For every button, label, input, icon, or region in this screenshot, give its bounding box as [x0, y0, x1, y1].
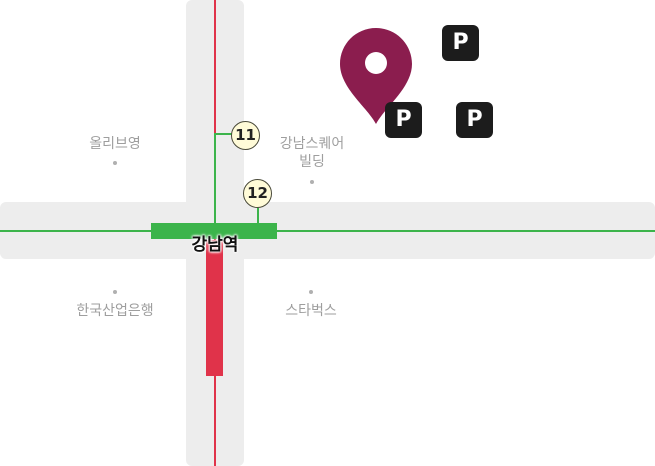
platform-red	[206, 240, 223, 376]
exit-11-connector	[214, 133, 216, 225]
place-label-starbucks: 스타벅스	[285, 303, 337, 319]
exit-12-connector	[257, 208, 259, 224]
place-label-kdb: 한국산업은행	[76, 303, 154, 319]
station-label: 강남역	[191, 235, 239, 255]
place-dot-kdb	[113, 290, 117, 294]
platform-green	[151, 223, 277, 239]
place-label-gangnam-square: 강남스퀘어 빌딩	[252, 135, 372, 171]
parking-icon[interactable]: P	[385, 102, 422, 138]
place-dot-gangnam-square	[310, 180, 314, 184]
place-label-gangnam-square-line1: 강남스퀘어	[279, 136, 345, 152]
place-dot-oliveyoung	[113, 161, 117, 165]
exit-11-marker: 11	[231, 121, 260, 150]
place-label-gangnam-square-line2: 빌딩	[299, 154, 325, 170]
parking-icon[interactable]: P	[442, 25, 479, 61]
location-pin-icon[interactable]	[338, 26, 414, 126]
subway-line-green	[0, 230, 655, 232]
exit-12-marker: 12	[243, 179, 272, 208]
exit-11-connector-branch	[214, 133, 232, 135]
parking-icon[interactable]: P	[456, 102, 493, 138]
place-label-oliveyoung: 올리브영	[89, 136, 141, 152]
place-dot-starbucks	[309, 290, 313, 294]
